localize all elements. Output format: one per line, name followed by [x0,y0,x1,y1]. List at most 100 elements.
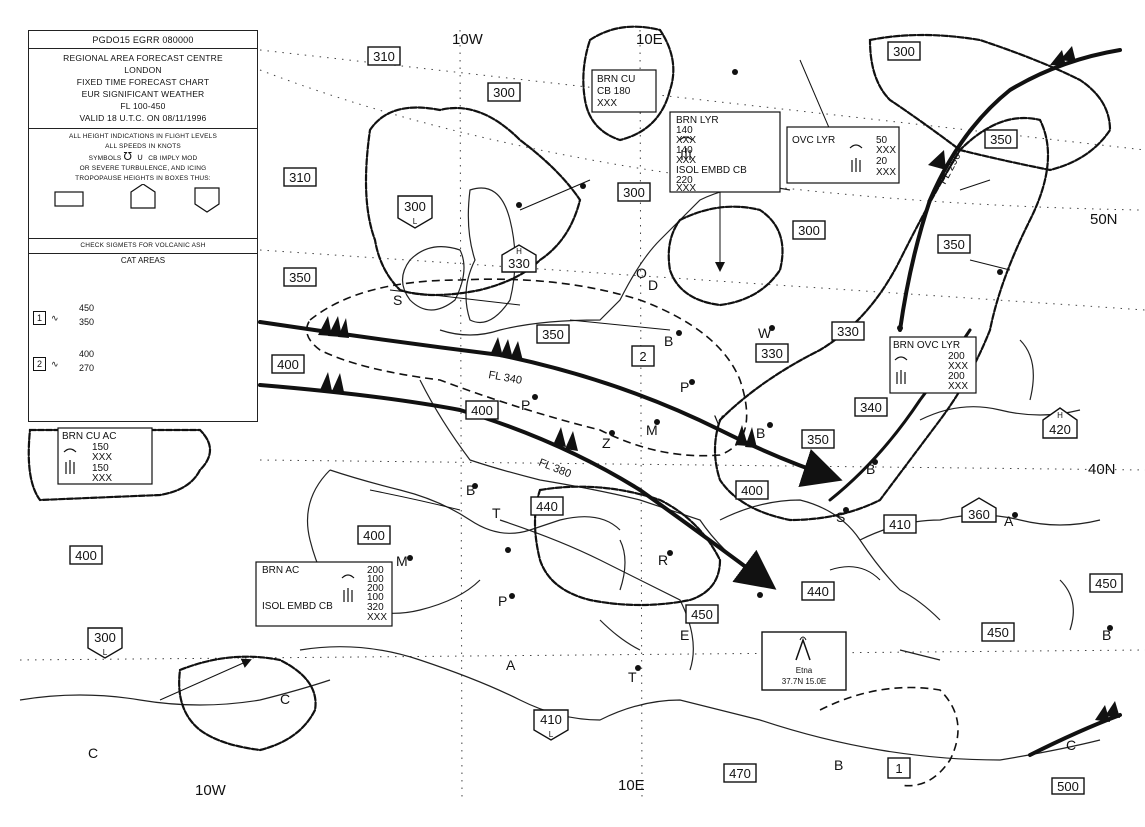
svg-text:XXX: XXX [367,612,387,623]
tropo-box: 300 [792,220,826,240]
svg-text:M: M [396,553,408,569]
svg-text:400: 400 [741,483,763,498]
svg-text:XXX: XXX [676,135,696,146]
svg-text:200: 200 [948,371,965,382]
svg-text:XXX: XXX [876,145,896,156]
svg-text:XXX: XXX [92,473,112,484]
svg-text:T: T [492,505,501,521]
svg-text:410: 410 [540,712,562,727]
tropopause-boxes: 310 300 300 310 300 300 350 350 350 330 … [69,41,1123,795]
tropo-box: 500 [1051,777,1085,795]
svg-text:200: 200 [948,351,965,362]
svg-text:B: B [866,461,875,477]
jet-fl380-label: FL 380 [537,457,573,481]
svg-text:400: 400 [75,548,97,563]
product-code: PGDO15 EGRR 080000 [29,31,257,49]
cat-wave-icon: ∿ [48,359,62,369]
tropo-box: 330 [831,321,865,341]
volcano-name: Etna [796,666,813,675]
svg-text:440: 440 [807,584,829,599]
svg-text:B: B [466,482,475,498]
jet-se [1028,713,1122,757]
cat-wave-icon: ∿ [48,313,62,323]
svg-text:H: H [516,247,522,256]
svg-text:470: 470 [729,766,751,781]
svg-text:20: 20 [876,156,888,167]
svg-text:330: 330 [508,256,530,271]
svg-text:BRN CU AC: BRN CU AC [62,431,116,442]
tropo-box: 400 [357,525,391,545]
label-bottom-10w: 10W [195,782,227,799]
svg-text:H: H [1057,411,1063,420]
svg-text:220: 220 [676,175,693,186]
svg-text:350: 350 [289,270,311,285]
svg-text:P: P [521,397,530,413]
svg-text:340: 340 [860,400,882,415]
svg-text:360: 360 [968,507,990,522]
svg-text:150: 150 [92,442,109,453]
notes-block: ALL HEIGHT INDICATIONS IN FLIGHT LEVELS … [29,129,257,239]
svg-text:W: W [758,325,772,341]
volcanic-ash-note: CHECK SIGMETS FOR VOLCANIC ASH [29,239,257,254]
tropo-high: 360 [961,497,997,523]
cloud-regions [27,25,1112,752]
tropo-high: 420 H [1042,407,1078,439]
svg-text:420: 420 [1049,422,1071,437]
svg-text:L: L [549,730,554,739]
svg-text:140: 140 [676,145,693,156]
tropo-box: 310 [283,167,317,187]
jet-fl340 [258,320,843,488]
turbulence-icon: ℧ [123,151,133,163]
place-letters: S B P Z M V B W P B T R B S A P C B C E … [88,265,1111,773]
svg-text:300: 300 [404,199,426,214]
jet-fl340-label: FL 340 [487,369,522,387]
svg-text:T: T [628,669,637,685]
tropo-box: 300 [487,82,521,102]
svg-text:100: 100 [367,574,384,585]
svg-text:300: 300 [94,630,116,645]
cat-box-2: 2 [639,349,646,364]
cb-icon: ∪ [134,152,147,162]
tropo-box: 470 [723,763,757,783]
svg-text:BRN CU: BRN CU [597,74,635,85]
tropo-box: 440 [530,496,564,516]
tropo-box: 400 [465,400,499,420]
svg-text:310: 310 [289,170,311,185]
tropo-box: 350 [536,324,570,344]
tropo-box: 450 [685,604,719,624]
svg-text:ISOL EMBD CB: ISOL EMBD CB [676,165,747,176]
svg-text:330: 330 [837,324,859,339]
svg-text:A: A [1004,513,1014,529]
svg-text:CB 180: CB 180 [597,86,631,97]
tropo-symbol-examples [54,184,220,213]
svg-text:300: 300 [493,85,515,100]
tropo-box: 350 [984,129,1018,149]
tropo-box: 400 [271,354,305,374]
svg-text:C: C [88,745,98,761]
svg-text:XXX: XXX [948,361,968,372]
svg-text:A: A [506,657,516,673]
jet-streams [258,48,1122,757]
label-top-10e: 10E [636,31,663,48]
svg-text:400: 400 [471,403,493,418]
svg-text:XXX: XXX [876,167,896,178]
svg-text:BRN LYR: BRN LYR [676,115,719,126]
validity-text: VALID 18 U.T.C. ON 08/11/1996 [79,113,207,123]
jet-fl290 [898,48,1122,332]
svg-text:D: D [648,277,658,293]
svg-text:440: 440 [536,499,558,514]
tropo-box: 300 [617,182,651,202]
cat-areas [305,278,959,787]
svg-text:S: S [393,292,402,308]
svg-text:300: 300 [623,185,645,200]
tropo-box: 410 [883,514,917,534]
svg-text:BRN OVC LYR: BRN OVC LYR [893,340,960,351]
svg-text:300: 300 [798,223,820,238]
cat-box-1: 1 [895,761,902,776]
svg-text:150: 150 [92,463,109,474]
svg-text:O: O [636,265,647,281]
svg-text:BRN AC: BRN AC [262,565,299,576]
